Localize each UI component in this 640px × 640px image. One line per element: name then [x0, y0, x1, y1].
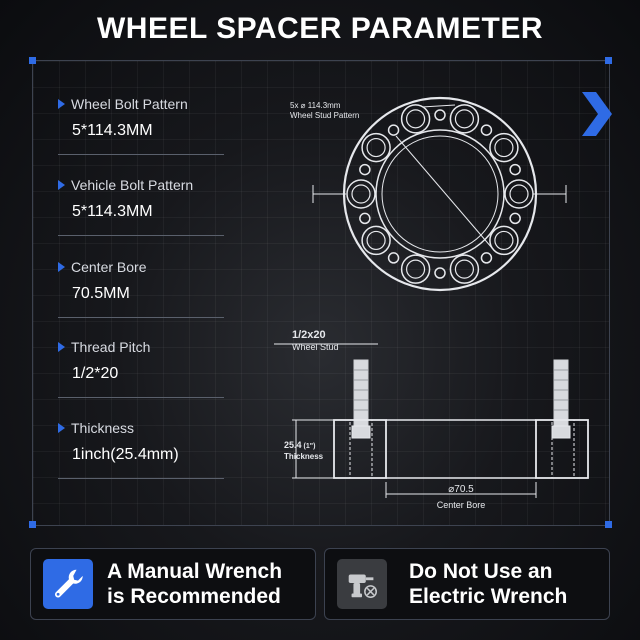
small-hole	[434, 109, 446, 121]
spec-value: 1inch(25.4mm)	[72, 446, 179, 463]
spec-center-bore: Center Bore 70.5MM	[58, 259, 228, 318]
electric-wrench-callout: Do Not Use an Electric Wrench	[324, 548, 610, 620]
spec-value: 5*114.3MM	[72, 203, 153, 220]
electric-line-2: Electric Wrench	[409, 585, 568, 608]
chevron-right-icon	[582, 92, 612, 136]
thickness-unit: (1")	[304, 443, 316, 450]
spec-value: 70.5MM	[72, 285, 130, 302]
thickness-value-text: 25.4(1")	[284, 440, 315, 450]
stud-hole-outer	[346, 179, 376, 209]
stud-hole-outer	[489, 132, 519, 163]
spec-wheel-bolt-pattern: Wheel Bolt Pattern 5*114.3MM	[58, 96, 228, 155]
stud-hole-inner	[494, 230, 514, 251]
stud-hole-inner	[351, 184, 371, 204]
small-hole	[359, 163, 371, 176]
bore-value-text: ⌀70.5	[448, 484, 474, 495]
panel-corner-bl	[29, 521, 36, 528]
bullet-triangle-icon	[58, 423, 65, 433]
divider	[58, 235, 224, 236]
small-hole	[509, 212, 521, 225]
spec-value: 5*114.3MM	[72, 122, 153, 139]
pattern-size-text: 5x ⌀ 114.3mm	[290, 101, 341, 110]
small-hole	[387, 252, 400, 264]
small-hole	[359, 212, 371, 225]
spec-value: 1/2*20	[72, 365, 119, 382]
bullet-triangle-icon	[58, 99, 65, 109]
pattern-label-text: Wheel Stud Pattern	[290, 111, 359, 120]
stud-hole-outer	[400, 104, 431, 134]
spec-label: Thickness	[71, 420, 135, 436]
divider	[58, 317, 224, 318]
thickness-value: 25.4	[284, 440, 302, 450]
small-hole	[509, 163, 521, 176]
page-title: WHEEL SPACER PARAMETER	[96, 12, 544, 45]
manual-line-2: is Recommended	[107, 585, 281, 608]
stud-holes	[346, 104, 534, 284]
stud-hole-inner	[366, 137, 386, 158]
manual-line-1: A Manual Wrench	[107, 560, 283, 583]
panel-corner-tr	[605, 57, 612, 64]
panel-corner-tl	[29, 57, 36, 64]
stud-hole-outer	[361, 132, 391, 163]
small-hole	[480, 252, 493, 264]
spec-thread-pitch: Thread Pitch 1/2*20	[58, 339, 228, 398]
top-view	[312, 96, 567, 292]
spec-label: Center Bore	[71, 259, 147, 275]
small-hole	[387, 124, 400, 136]
stud-hole-inner	[405, 259, 426, 279]
parameter-panel	[32, 60, 610, 526]
spec-label: Thread Pitch	[71, 339, 151, 355]
stud-hole-outer	[504, 179, 534, 209]
small-hole	[434, 267, 446, 279]
electric-drill-prohibited-icon	[337, 559, 387, 609]
spec-vehicle-bolt-pattern: Vehicle Bolt Pattern 5*114.3MM	[58, 177, 228, 236]
stud-hole-inner	[405, 109, 426, 129]
stud-hole-inner	[494, 137, 514, 158]
bullet-triangle-icon	[58, 342, 65, 352]
manual-wrench-callout: A Manual Wrench is Recommended	[30, 548, 316, 620]
spec-label: Wheel Bolt Pattern	[71, 96, 188, 112]
stud-hole-outer	[361, 225, 391, 256]
bullet-triangle-icon	[58, 262, 65, 272]
divider	[58, 154, 224, 155]
small-hole	[480, 124, 493, 136]
spec-thickness: Thickness 1inch(25.4mm)	[58, 420, 228, 479]
stud-hole-inner	[366, 230, 386, 251]
panel-corner-br	[605, 521, 612, 528]
stud-size-text: 1/2x20	[292, 329, 326, 341]
divider	[58, 397, 224, 398]
wrench-icon	[43, 559, 93, 609]
stud-label-text: Wheel Stud	[292, 342, 339, 352]
side-view	[274, 343, 589, 498]
thickness-label-text: Thickness	[284, 452, 324, 461]
spacer-diagram: 5x ⌀ 114.3mm Wheel Stud Pattern 1/2x20 W…	[274, 96, 589, 510]
stud-hole-outer	[449, 104, 480, 134]
spec-label: Vehicle Bolt Pattern	[71, 177, 194, 193]
electric-line-1: Do Not Use an	[409, 560, 553, 583]
stud-hole-outer	[400, 254, 431, 284]
stud-hole-outer	[489, 225, 519, 256]
stud-hole-inner	[454, 109, 475, 129]
stud-hole-outer	[449, 254, 480, 284]
stud-hole-inner	[454, 259, 475, 279]
stud-hole-inner	[509, 184, 529, 204]
bullet-triangle-icon	[58, 180, 65, 190]
divider	[58, 478, 224, 479]
bore-label-text: Center Bore	[437, 500, 486, 510]
